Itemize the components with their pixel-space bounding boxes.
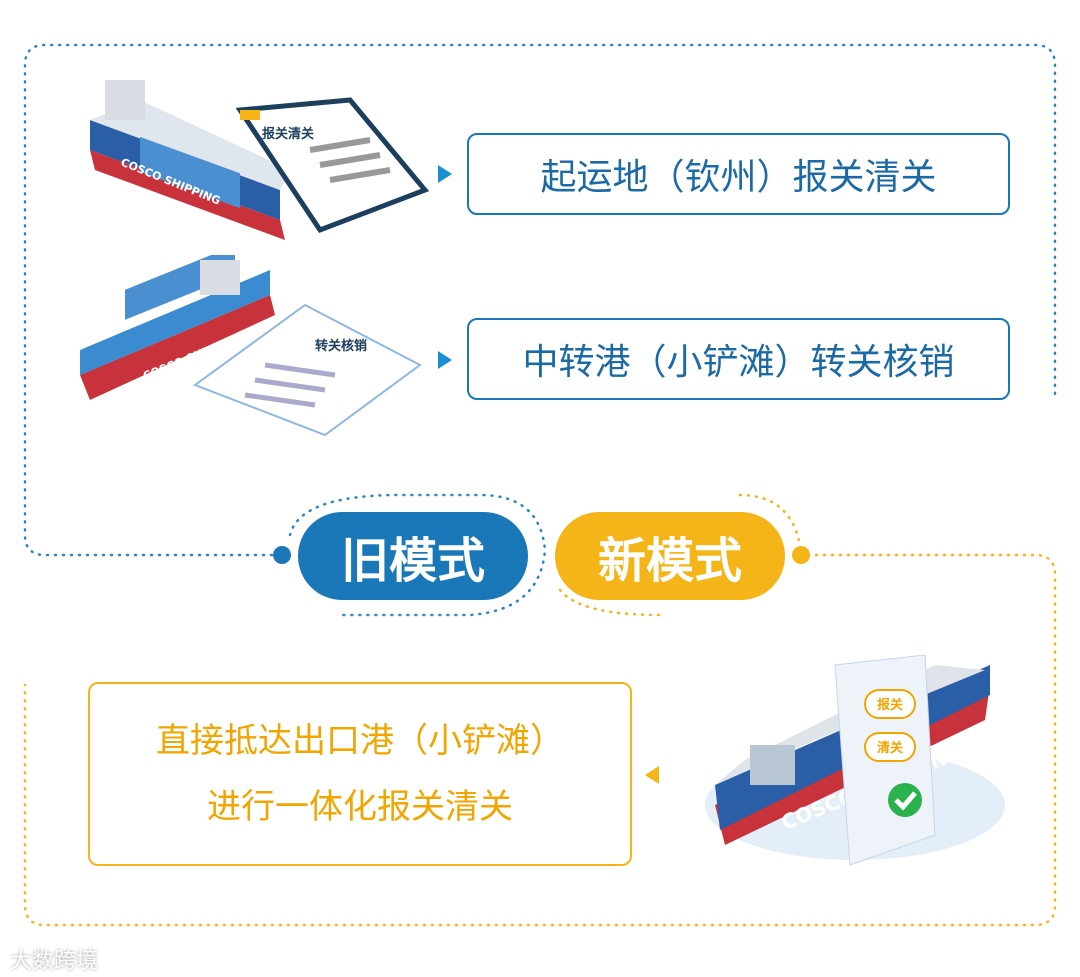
ship-illustration-3: COSCO SHIPPING 报关 清关: [705, 654, 1005, 866]
arrow-right-icon: [438, 351, 452, 369]
old-mode-frame: [23, 43, 1057, 557]
step-text: 起运地（钦州）报关清关: [540, 157, 937, 198]
old-step-1: 起运地（钦州）报关清关: [467, 133, 1010, 215]
doc-label: 报关清关: [262, 126, 314, 142]
badge-label: 新模式: [597, 533, 742, 589]
arrow-right-icon: [438, 165, 452, 183]
stamp: 清关: [877, 740, 903, 756]
step-line: 直接抵达出口港（小铲滩）: [156, 721, 564, 761]
new-mode-badge: 新模式: [555, 512, 785, 600]
badge-label: 旧模式: [340, 533, 485, 589]
arrow-left-icon: [645, 766, 659, 784]
step-line: 进行一体化报关清关: [207, 787, 513, 827]
ship-illustration-2: COSCO SHIPPING 转关核销: [80, 255, 422, 437]
watermark-text: 大数跨境: [10, 949, 99, 974]
dot-marker: [792, 546, 810, 564]
watermark: 大数跨境: [10, 943, 98, 975]
check-icon: [888, 783, 922, 817]
doc-label: 转关核销: [315, 338, 367, 354]
new-mode-frame: [23, 553, 1057, 927]
ship-illustration-1: COSCO SHIPPING 报关清关: [90, 80, 430, 240]
old-mode-badge: 旧模式: [298, 512, 528, 600]
step-text: 中转港（小铲滩）转关核销: [522, 342, 955, 383]
stamp: 报关: [877, 697, 903, 713]
dot-marker: [273, 546, 291, 564]
old-step-2: 中转港（小铲滩）转关核销: [467, 318, 1010, 400]
new-step: 直接抵达出口港（小铲滩） 进行一体化报关清关: [88, 682, 632, 866]
